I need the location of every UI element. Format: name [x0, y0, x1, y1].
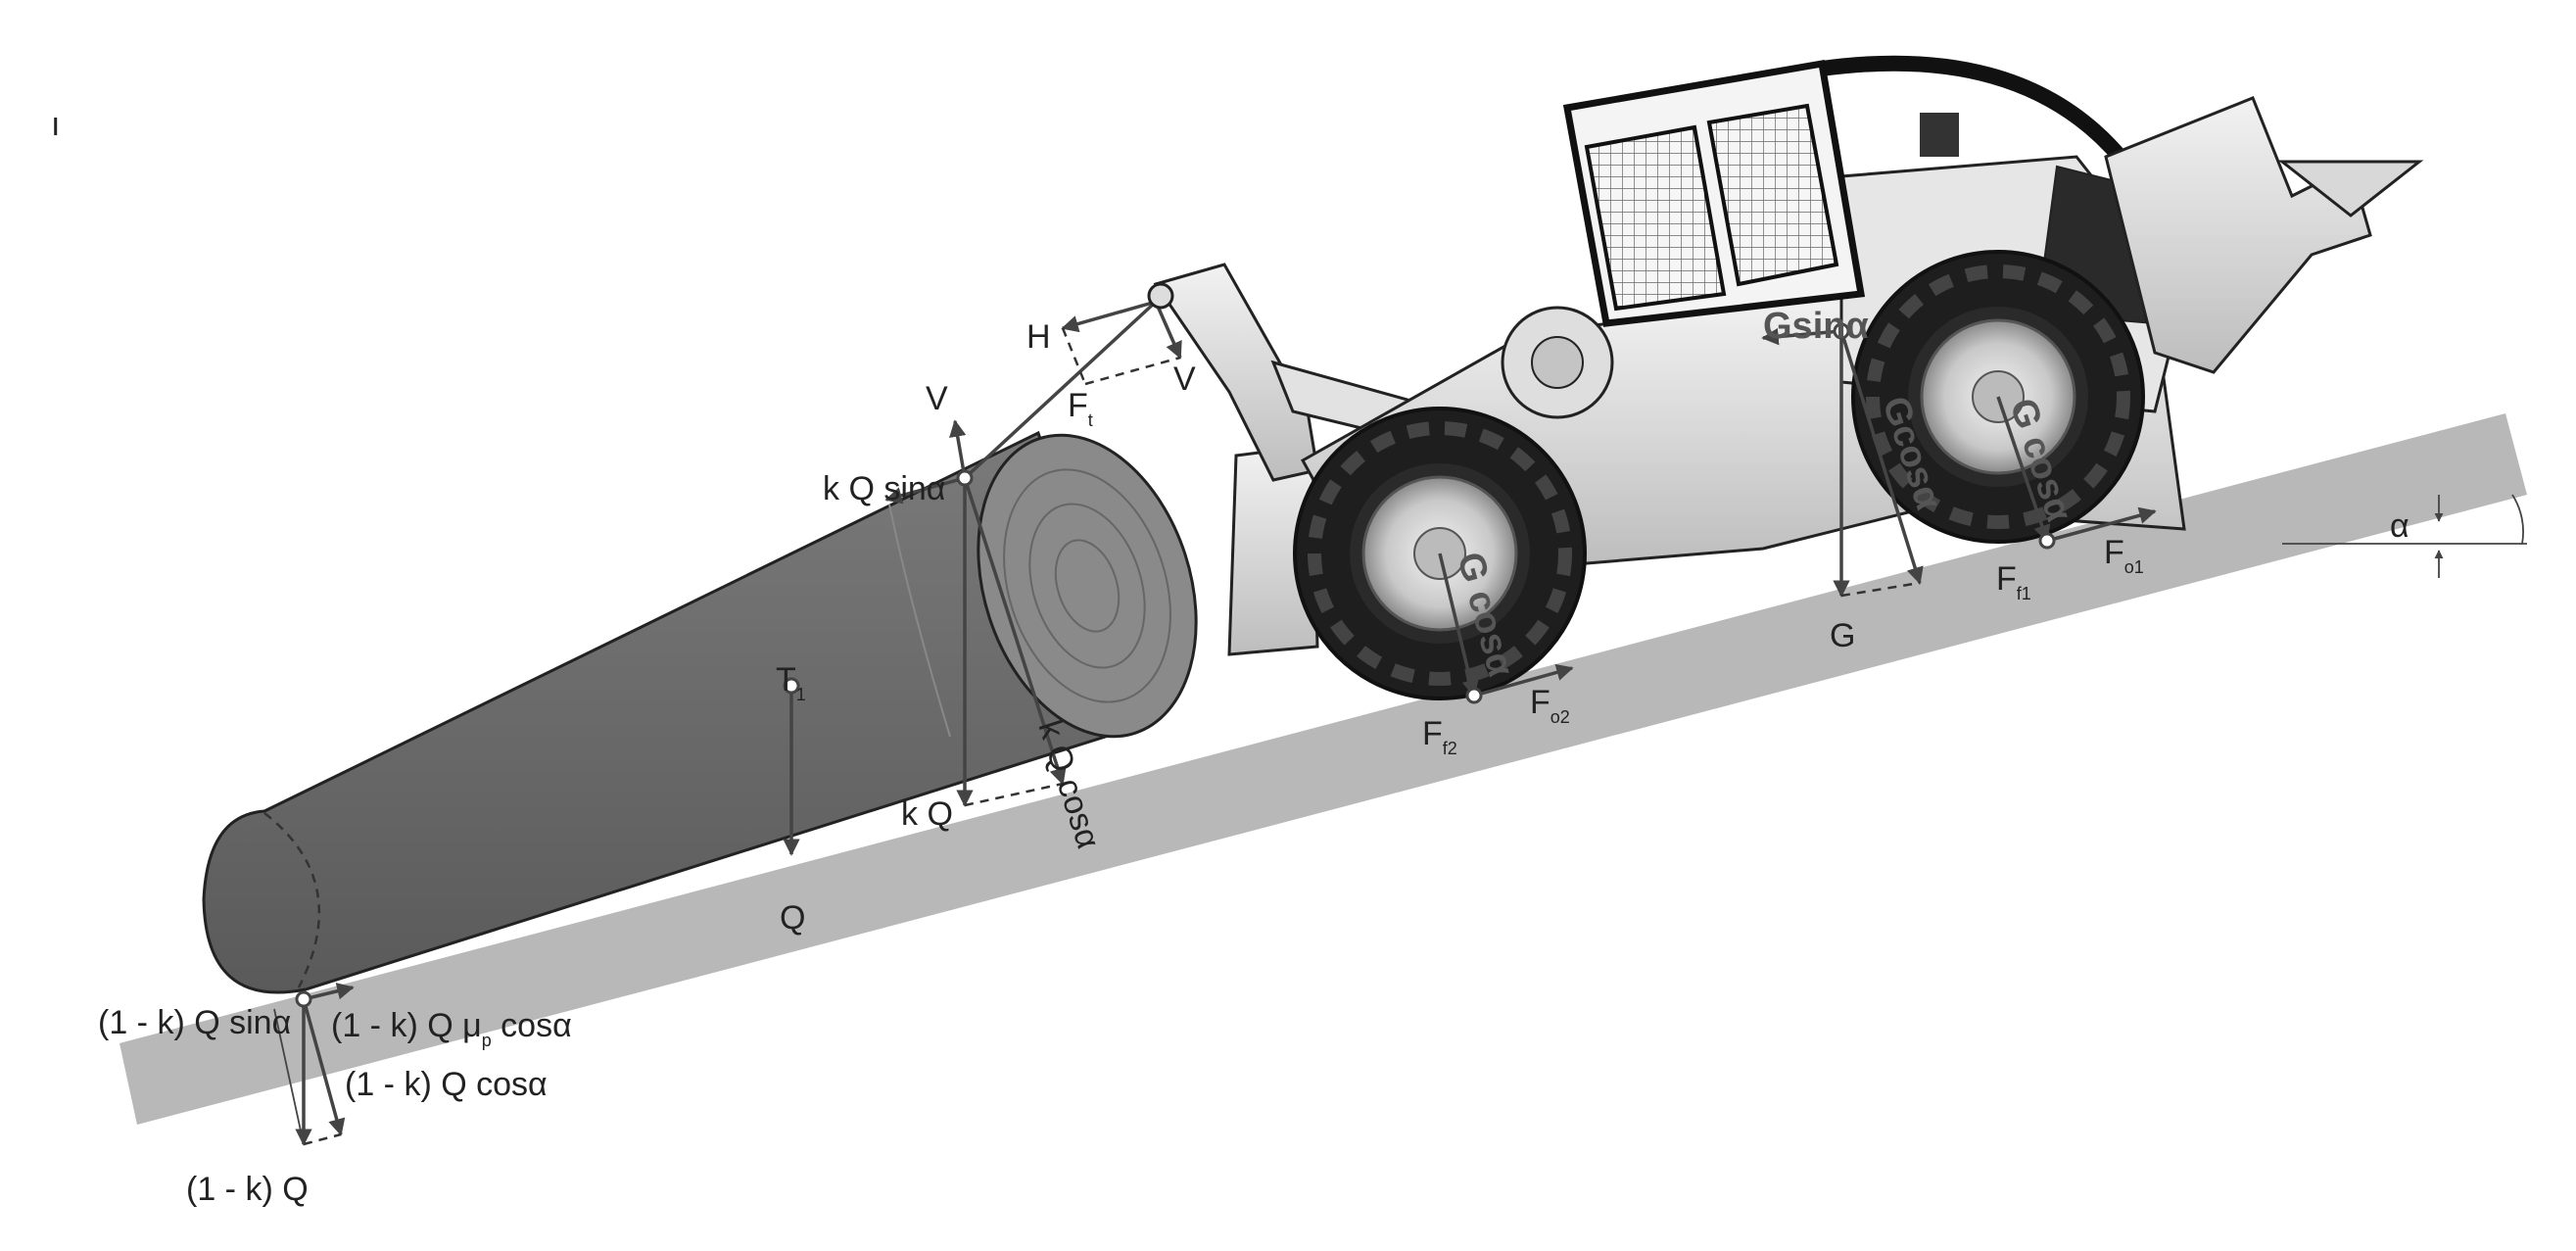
- kq-label: k Q: [901, 795, 953, 833]
- cab: [1562, 55, 2142, 327]
- skidder-centre-point: [1833, 322, 1850, 340]
- h-label: H: [1026, 318, 1051, 356]
- lower-contact-point: [295, 990, 312, 1008]
- log-butt-end: [977, 433, 1198, 739]
- lower-cos-label: (1 - k) Q cosα: [345, 1066, 548, 1103]
- t1-label: T1: [776, 661, 806, 704]
- lower-sin-label: (1 - k) Q sinα: [98, 1004, 291, 1041]
- skidder: [1147, 55, 2424, 700]
- slope-angle-label: α: [2390, 507, 2409, 545]
- lower-mu-label: (1 - k) Q μp cosα: [331, 1007, 572, 1050]
- skidder-forces: Gsinα Gcosα G G cosα Ff1 Fo1 G cosα Ff2 …: [1422, 306, 2157, 758]
- f-o1-label: Fo1: [2104, 534, 2144, 577]
- g-label: G: [1830, 617, 1855, 654]
- slope-ground: [119, 413, 2527, 1125]
- f-f2-label: Ff2: [1422, 715, 1457, 758]
- v-top-label: V: [926, 380, 948, 417]
- f-f1-label: Ff1: [1996, 560, 2031, 603]
- lower-q-label: (1 - k) Q: [186, 1171, 309, 1208]
- f-o2-label: Fo2: [1530, 684, 1570, 727]
- ft-label: Ft: [1068, 387, 1093, 430]
- upper-attachment-point: [956, 469, 974, 487]
- front-contact-point: [1465, 687, 1483, 704]
- q-label: Q: [780, 899, 805, 937]
- rear-contact-point: [2038, 532, 2056, 550]
- corner-mark: ı: [51, 106, 60, 143]
- v-arch-label: V: [1173, 361, 1196, 398]
- rear-grapple: [2104, 96, 2372, 374]
- log-body: [202, 430, 1138, 994]
- log: [202, 430, 1198, 994]
- angle-reference: α: [2282, 494, 2527, 578]
- log-forces: T1 Q V Ft k Q sinα k Q cosα k Q H V (1 -…: [98, 300, 1196, 1208]
- kq-sin-label: k Q sinα: [823, 470, 945, 507]
- g-sin-label: Gsinα: [1763, 306, 1869, 347]
- centre-of-gravity-point: [783, 677, 800, 695]
